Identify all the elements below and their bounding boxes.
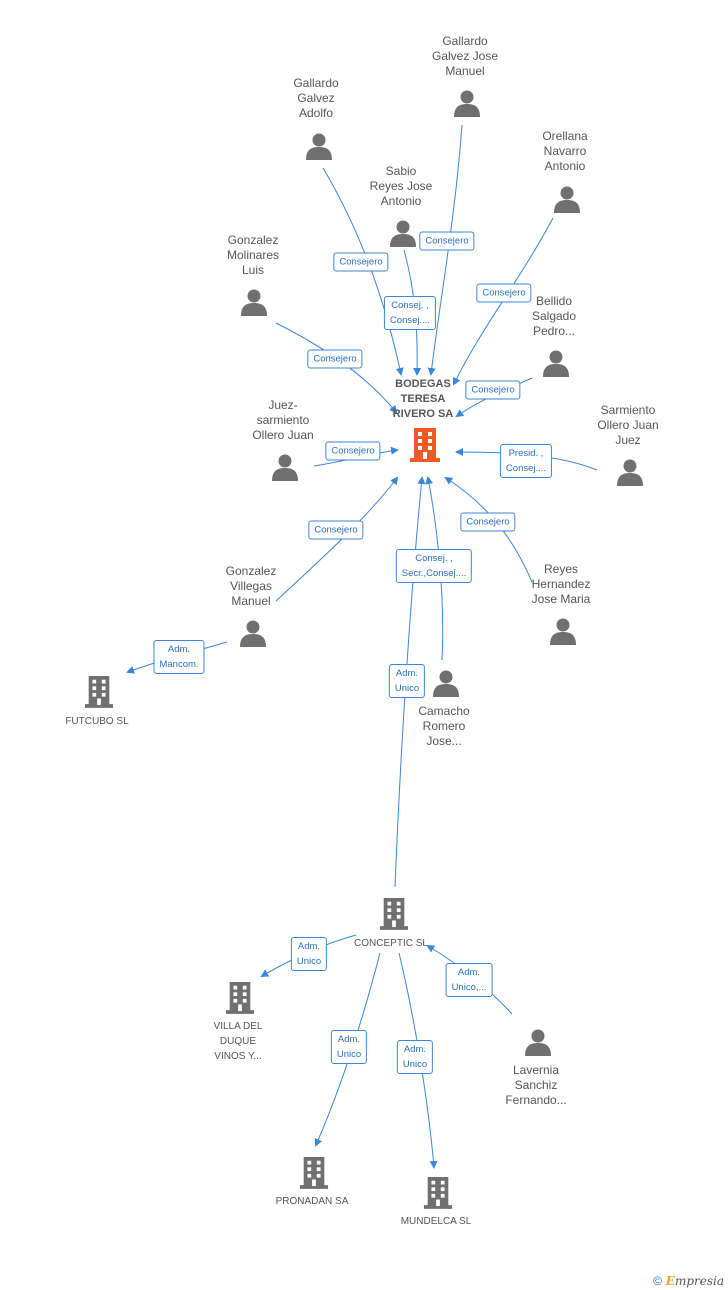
- edge-label-mundelca[interactable]: Adm. Unico: [396, 1040, 434, 1074]
- company-label-pronadan: PRONADAN SA: [275, 1196, 349, 1207]
- edge-orellana: [453, 217, 554, 386]
- person-icon[interactable]: [616, 458, 644, 486]
- company-label-mundelca: MUNDELCA SL: [400, 1216, 472, 1227]
- brand-initial: E: [665, 1274, 675, 1288]
- edge-label-gallardo-adolfo[interactable]: Consejero: [333, 252, 389, 272]
- edge-label-sarmiento[interactable]: Presid. , Consej....: [499, 444, 553, 478]
- person-label-gallardo-adolfo: Gallardo Galvez Adolfo: [293, 76, 339, 120]
- empresia-watermark: © Empresia: [653, 1274, 724, 1288]
- edge-label-gonzalez-villegas[interactable]: Consejero: [308, 520, 364, 540]
- edge-gallardo-jose: [427, 124, 463, 376]
- person-label-juez: Juez- sarmiento Ollero Juan: [252, 398, 314, 442]
- edge-label-lavernia[interactable]: Adm. Unico,...: [445, 963, 493, 997]
- edge-label-pronadan[interactable]: Adm. Unico: [330, 1030, 368, 1064]
- company-label-villa: VILLA DEL DUQUE VINOS Y...: [213, 1021, 263, 1062]
- edge-label-gonzalez-molinares[interactable]: Consejero: [307, 349, 363, 369]
- edge-label-conceptic[interactable]: Adm. Unico: [388, 664, 426, 698]
- person-label-bellido: Bellido Salgado Pedro...: [531, 294, 577, 338]
- person-label-orellana: Orellana Navarro Antonio: [542, 129, 588, 173]
- edge-label-bellido[interactable]: Consejero: [465, 380, 521, 400]
- edge-label-orellana[interactable]: Consejero: [476, 283, 532, 303]
- person-label-camacho: Camacho Romero Jose...: [418, 704, 470, 748]
- edge-label-villa[interactable]: Adm. Unico: [290, 937, 328, 971]
- person-label-lavernia: Lavernia Sanchiz Fernando...: [505, 1063, 567, 1107]
- person-icon[interactable]: [240, 288, 268, 316]
- edge-label-reyes[interactable]: Consejero: [460, 512, 516, 532]
- person-icon[interactable]: [453, 89, 481, 117]
- person-label-gallardo-jose: Gallardo Galvez Jose Manuel: [431, 34, 499, 78]
- building-icon[interactable]: [299, 1155, 329, 1189]
- building-icon[interactable]: [379, 896, 409, 930]
- person-label-sarmiento: Sarmiento Ollero Juan Juez: [597, 403, 659, 447]
- building-icon[interactable]: [423, 1175, 453, 1209]
- person-icon[interactable]: [389, 219, 417, 247]
- person-icon[interactable]: [432, 669, 460, 697]
- person-icon[interactable]: [239, 619, 267, 647]
- person-label-reyes: Reyes Hernandez Jose Maria: [531, 562, 591, 606]
- building-icon[interactable]: [225, 980, 255, 1014]
- edge-label-gallardo-jose[interactable]: Consejero: [419, 231, 475, 251]
- person-icon[interactable]: [553, 185, 581, 213]
- edge-label-sabio[interactable]: Consej. , Consej....: [383, 296, 437, 330]
- center-building-icon[interactable]: [409, 426, 441, 462]
- person-icon[interactable]: [542, 349, 570, 377]
- person-label-sabio: Sabio Reyes Jose Antonio: [369, 164, 433, 208]
- edge-label-camacho[interactable]: Consej. , Secr.,Consej....: [395, 549, 473, 583]
- person-icon[interactable]: [524, 1028, 552, 1056]
- building-icon[interactable]: [84, 674, 114, 708]
- person-icon[interactable]: [305, 132, 333, 160]
- edge-label-juez[interactable]: Consejero: [325, 441, 381, 461]
- center-company-label: BODEGAS TERESA RIVERO SA: [392, 378, 454, 420]
- brand-name: mpresia: [674, 1274, 724, 1288]
- person-icon[interactable]: [549, 617, 577, 645]
- person-icon[interactable]: [271, 453, 299, 481]
- edge-gonzalez-villegas: [275, 476, 399, 602]
- edge-label-futcubo[interactable]: Adm. Mancom.: [153, 640, 205, 674]
- copyright-symbol: ©: [653, 1274, 662, 1288]
- company-label-conceptic: CONCEPTIC SL: [354, 938, 428, 949]
- person-label-gonzalez-molinares: Gonzalez Molinares Luis: [226, 233, 280, 277]
- company-label-futcubo: FUTCUBO SL: [65, 716, 129, 727]
- person-label-gonzalez-villegas: Gonzalez Villegas Manuel: [225, 564, 277, 608]
